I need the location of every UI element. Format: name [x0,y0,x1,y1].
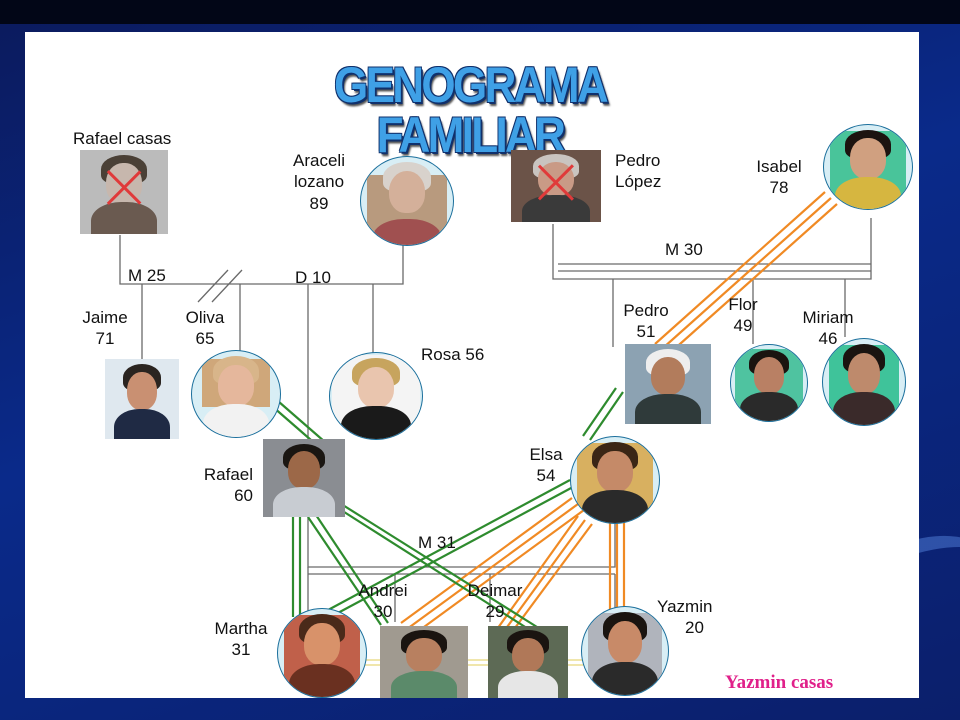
label-m30: M 30 [665,240,703,259]
photo-isabel [823,124,913,210]
label-andrei-name: Andrei [358,581,408,600]
divorce-marks [197,269,243,303]
label-martha-age: 31 [231,640,251,660]
label-elsa-age: 54 [536,466,556,486]
photo-martha [277,608,367,698]
label-d10: D 10 [295,268,331,287]
slide: GENOGRAMA FAMILIAR Rafael casas Araceli … [25,32,919,698]
label-pedro-age: 51 [636,322,656,342]
label-flor: Flor 49 [718,294,768,337]
label-jaime: Jaime 71 [80,307,130,350]
marriage-line-m30 [552,218,872,280]
label-martha-name: Martha [214,619,268,638]
label-pedro-name: Pedro [623,301,669,320]
photo-miriam [822,338,906,426]
marriage-line-m31 [307,512,616,568]
label-miriam: Miriam 46 [797,307,859,350]
label-yazmin-age: 20 [685,618,704,638]
label-rafael-name: Rafael [203,465,253,484]
label-miriam-name: Miriam [802,308,854,327]
children-lines-right [612,279,846,347]
label-rosa: Rosa 56 [421,345,485,364]
label-oliva: Oliva 65 [180,307,230,350]
label-pedro-lopez-name: Pedro [615,151,661,170]
photo-pedro [625,344,711,424]
label-pedro: Pedro 51 [620,300,672,343]
photo-flor [730,344,808,422]
label-rafael-age: 60 [234,486,253,506]
label-flor-age: 49 [733,316,753,336]
label-rafael: Rafael 60 [195,464,253,507]
label-elsa: Elsa 54 [522,444,570,487]
photo-oliva [191,350,281,438]
grandchildren-lines [307,567,616,622]
photo-elsa [570,436,660,524]
label-rafael-casas: Rafael casas [73,129,172,148]
label-andrei: Andrei 30 [355,580,411,623]
top-band [0,0,960,24]
author-credit: Yazmin casas [725,672,834,693]
photo-jaime [105,359,179,439]
label-deimar: Deimar 29 [465,580,525,623]
label-isabel-age: 78 [769,178,789,198]
photo-rafael-casas [80,150,168,234]
photo-rafael [263,439,345,517]
photo-pedro-lopez [511,150,601,222]
label-oliva-age: 65 [195,329,215,349]
photo-andrei [380,626,468,698]
close-bond-lines [264,387,624,633]
label-yazmin: Yazmin 20 [657,596,712,639]
label-araceli-age: 89 [309,193,329,213]
label-martha: Martha 31 [211,618,271,661]
photo-rosa [329,352,423,440]
photo-araceli [360,156,454,246]
label-m31: M 31 [418,533,456,552]
label-araceli-name: Araceli [293,151,345,170]
label-deimar-age: 29 [485,602,505,622]
label-yazmin-name: Yazmin [657,597,713,616]
label-isabel: Isabel 78 [753,156,805,199]
photo-deimar [488,626,568,698]
label-oliva-name: Oliva [185,308,225,327]
label-isabel-name: Isabel [756,157,802,176]
label-andrei-age: 30 [373,602,393,622]
label-pedro-lopez-surname: López [615,172,662,192]
diagram-title: GENOGRAMA FAMILIAR [333,57,609,163]
label-jaime-name: Jaime [82,308,128,327]
label-pedro-lopez: Pedro López [615,150,661,193]
conflict-lines [400,191,838,637]
label-elsa-name: Elsa [529,445,563,464]
label-araceli: Araceli lozano 89 [287,150,351,214]
label-miriam-age: 46 [818,329,838,349]
label-flor-name: Flor [728,295,758,314]
photo-yazmin [581,606,669,696]
marriage-line-m25 [119,235,404,285]
label-jaime-age: 71 [95,329,115,349]
label-deimar-name: Deimar [467,581,523,600]
label-m25: M 25 [128,266,166,285]
children-lines-left [141,284,374,440]
label-araceli-surname: lozano [293,172,345,192]
